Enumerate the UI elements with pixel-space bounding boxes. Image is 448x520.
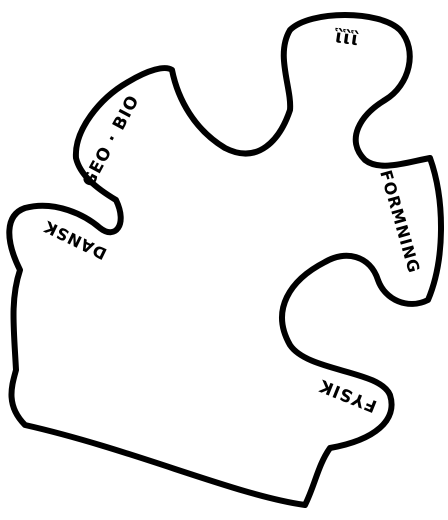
puzzle-piece-outline (9, 15, 441, 505)
symbols-label: ἳἳἳ (332, 26, 361, 50)
